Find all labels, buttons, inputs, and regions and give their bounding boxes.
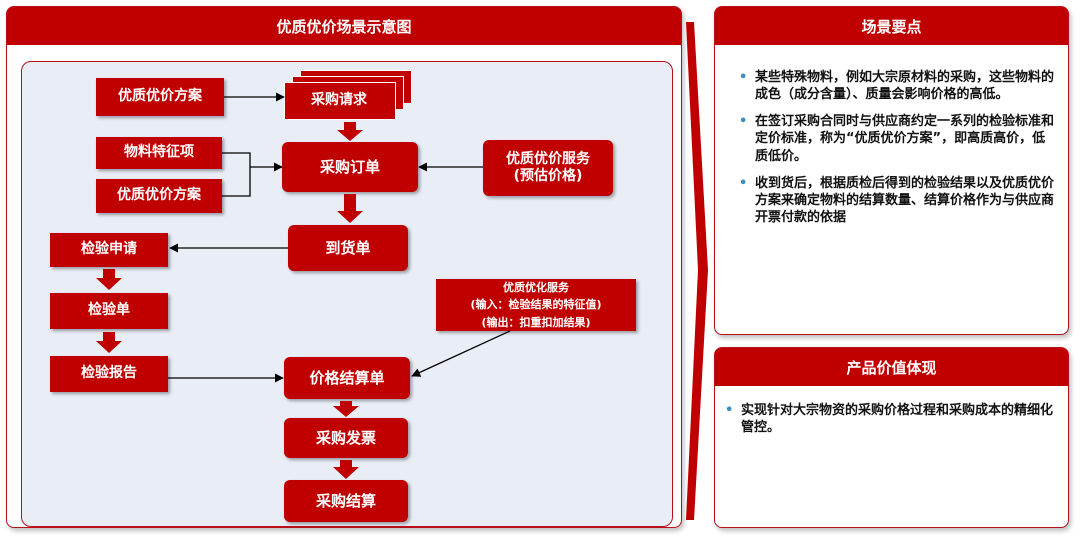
arrow-irequest-to-isheet [96, 269, 122, 290]
diagram-panel: 优质优价场景示意图 优质优价方案 采购请求 物料特征项 优质优价方案 采购订单 … [6, 6, 682, 528]
node-purchase-settlement: 采购结算 [284, 480, 408, 522]
key-point-item: 收到货后，根据质检后得到的检验结果以及优质优价方案来确定物料的结算数量、结算价格… [729, 175, 1055, 226]
node-service-quote: 优质优价服务 (预估价格) [483, 140, 613, 196]
diagram-title: 优质优价场景示意图 [7, 7, 681, 45]
node-scheme-top: 优质优价方案 [96, 78, 224, 116]
key-point-item: 某些特殊物料，例如大宗原材料的采购，这些物料的成色（成分含量）、质量会影响价格的… [729, 69, 1055, 103]
key-points-list: 某些特殊物料，例如大宗原材料的采购，这些物料的成色（成分含量）、质量会影响价格的… [729, 69, 1055, 236]
key-point-item: 在签订采购合同时与供应商约定一系列的检验标准和定价标准，称为“优质优价方案”，即… [729, 113, 1055, 164]
arrow-invoice-to-settlement [333, 460, 359, 479]
product-value-list: 实现针对大宗物资的采购价格过程和采购成本的精细化管控。 [715, 402, 1061, 446]
product-value-item: 实现针对大宗物资的采购价格过程和采购成本的精细化管控。 [715, 402, 1061, 436]
arrow-order-to-arrival [337, 194, 363, 223]
node-material-features: 物料特征项 [96, 137, 222, 169]
node-purchase-invoice: 采购发票 [284, 418, 408, 458]
arrow-settlement-to-invoice [333, 401, 359, 417]
node-purchase-order: 采购订单 [282, 142, 418, 192]
product-value-panel: 产品价值体现 实现针对大宗物资的采购价格过程和采购成本的精细化管控。 [714, 347, 1069, 528]
edge-service2-to-settlement [411, 330, 511, 377]
edge-features-to-order [222, 152, 282, 197]
diagram-canvas: 优质优价方案 采购请求 物料特征项 优质优价方案 采购订单 优质优价服务 (预估… [21, 61, 673, 527]
node-purchase-request: 采购请求 [284, 82, 396, 120]
key-points-panel: 场景要点 某些特殊物料，例如大宗原材料的采购，这些物料的成色（成分含量）、质量会… [714, 6, 1069, 335]
product-value-title: 产品价值体现 [715, 348, 1068, 386]
node-arrival-note: 到货单 [288, 225, 408, 271]
node-inspection-sheet: 检验单 [50, 293, 168, 329]
key-points-title: 场景要点 [715, 7, 1068, 45]
arrow-request-to-order [337, 122, 363, 141]
node-scheme-mid: 优质优价方案 [96, 179, 222, 213]
node-inspection-report: 检验报告 [50, 356, 168, 392]
node-price-settlement: 价格结算单 [284, 357, 410, 399]
arrow-isheet-to-ireport [96, 332, 122, 353]
node-inspection-request: 检验申请 [50, 233, 168, 267]
node-optimize-service: 优质优化服务 (输入：检验结果的特征值) (输出：扣重扣加结果) [436, 279, 636, 331]
